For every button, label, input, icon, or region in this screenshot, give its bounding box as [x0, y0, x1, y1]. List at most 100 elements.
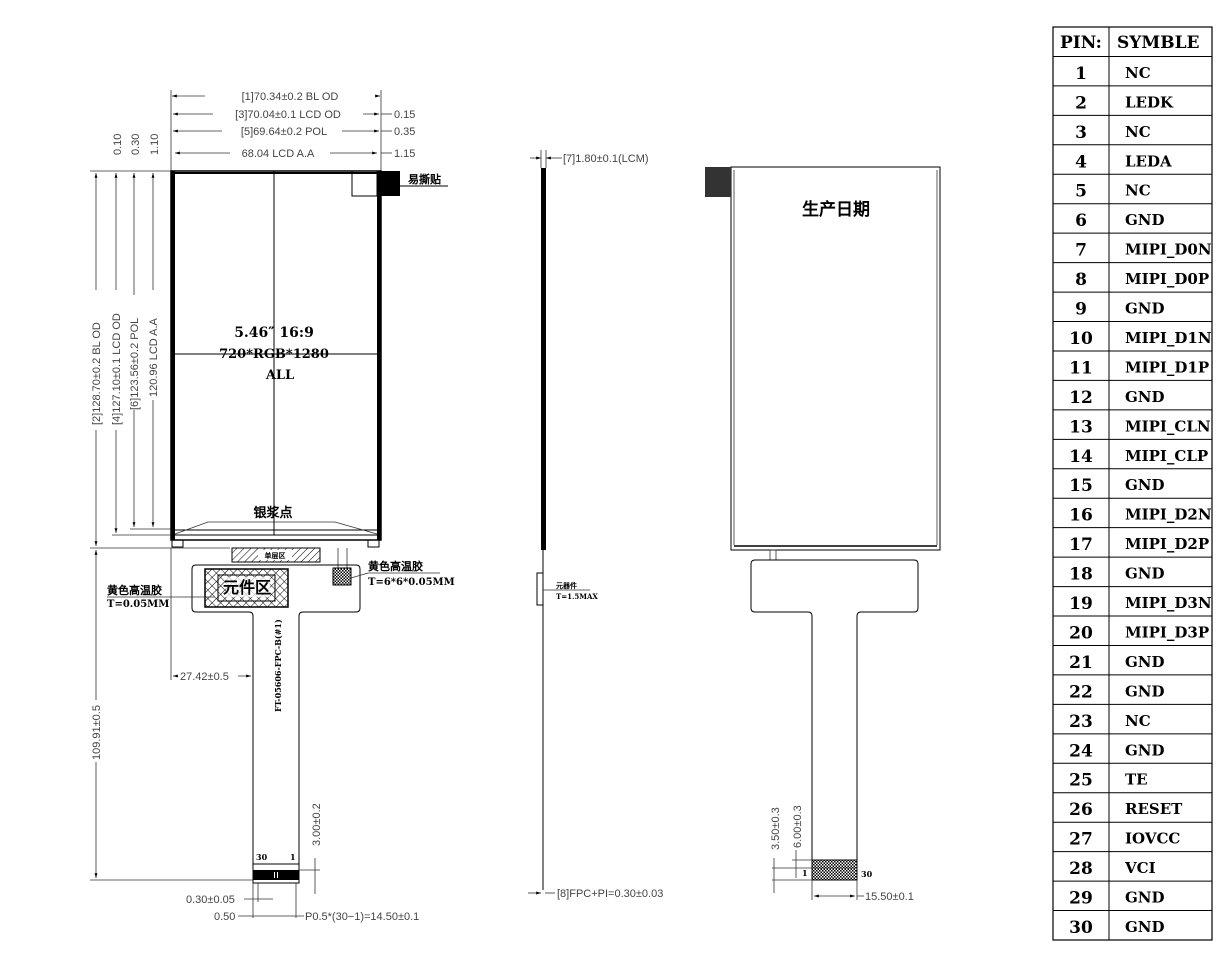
- tape-left-thickness: T=0.05MM: [107, 599, 169, 610]
- pin-number: 24: [1069, 741, 1093, 761]
- pin-number: 10: [1069, 329, 1093, 349]
- pin-symbol: NC: [1125, 123, 1151, 141]
- pin-symbol: NC: [1125, 182, 1151, 200]
- pin-symbol: GND: [1125, 211, 1165, 229]
- pin-symbol: MIPI_D3P: [1125, 623, 1209, 641]
- pin-symbol: GND: [1125, 653, 1165, 671]
- fpc-part-number: FT-05606-FPC-B(#1): [273, 619, 283, 712]
- pin-number: 5: [1075, 182, 1087, 202]
- pin-number: 17: [1069, 535, 1093, 555]
- yellow-tape-right: [332, 567, 352, 586]
- side-view: [7]1.80±0.1(LCM) 元器件 T=1.5MAX [8]FPC+PI=…: [528, 150, 663, 900]
- pin-symbol: MIPI_D1N: [1125, 329, 1212, 347]
- pin-number: 30: [1069, 918, 1093, 938]
- back-pin-30: 30: [861, 869, 873, 879]
- pin-number: 25: [1069, 771, 1093, 791]
- pin-symbol: GND: [1125, 741, 1165, 759]
- pin-number: 19: [1069, 594, 1093, 614]
- tape-right-label: 黄色高温胶: [368, 559, 423, 573]
- pin-symbol: VCI: [1124, 859, 1156, 877]
- pin-symbol: RESET: [1125, 800, 1183, 818]
- dim-fpc-offset: 27.42±0.5: [180, 671, 229, 683]
- dim-bl-od-width: [1]70.34±0.2 BL OD: [242, 91, 339, 103]
- single-layer-label: 单层区: [265, 551, 286, 560]
- front-pin-1: 1: [290, 852, 296, 862]
- dim-contact-length: 3.00±0.2: [311, 803, 323, 846]
- pin-number: 3: [1075, 123, 1087, 143]
- front-pin-30: 30: [256, 852, 268, 862]
- fpc-outline: [191, 564, 361, 884]
- dim-pol-width: [5]69.64±0.2 POL: [241, 126, 327, 138]
- offset-0-30: 0.30: [130, 134, 142, 155]
- dim-pin-pitch: P0.5*(30−1)=14.50±0.1: [305, 911, 419, 923]
- pin-number: 12: [1069, 388, 1093, 408]
- spec-size: 5.46″ 16:9: [234, 325, 314, 341]
- offset-0-15: 0.15: [394, 109, 415, 121]
- front-view: [1]70.34±0.2 BL OD [3]70.04±0.1 LCD OD […: [88, 88, 455, 923]
- production-date-label: 生产日期: [802, 199, 870, 220]
- dim-pin-edge: 0.50: [214, 911, 235, 923]
- pin-symbol: MIPI_D1P: [1125, 358, 1209, 376]
- pin-symbol: MIPI_D2N: [1125, 506, 1212, 524]
- pin-number: 22: [1069, 682, 1093, 702]
- pin-number: 7: [1075, 241, 1087, 261]
- dim-aa-height: 120.96 LCD A.A: [148, 317, 160, 397]
- pin-number: 29: [1069, 889, 1093, 909]
- pin-number: 11: [1069, 358, 1093, 378]
- pin-number: 8: [1075, 270, 1087, 290]
- pin-header: PIN:: [1060, 33, 1102, 53]
- dim-lcd-od-height: [4]127.10±0.1 LCD OD: [111, 313, 123, 425]
- pin-number: 18: [1069, 565, 1093, 585]
- dim-fpc-length: 109.91±0.5: [91, 705, 103, 760]
- pin-symbol: MIPI_D0P: [1125, 270, 1209, 288]
- symbol-header: SYMBLE: [1117, 33, 1200, 53]
- dim-stiffener-b: 6.00±0.3: [792, 805, 804, 848]
- spec-viewing: ALL: [265, 368, 294, 383]
- pin-number: 6: [1075, 211, 1087, 231]
- pin-symbol: MIPI_D3N: [1125, 594, 1212, 612]
- pin-symbol: LEDK: [1125, 93, 1174, 111]
- dim-pin-width: 0.30±0.05: [186, 894, 235, 906]
- dim-lcm-thickness: [7]1.80±0.1(LCM): [563, 153, 649, 165]
- pin-symbol: GND: [1125, 476, 1165, 494]
- pin-symbol: MIPI_D2P: [1125, 535, 1209, 553]
- pin-symbol: TE: [1125, 771, 1148, 789]
- pin-number: 15: [1069, 476, 1093, 496]
- pin-symbol: GND: [1125, 682, 1165, 700]
- tape-left-label: 黄色高温胶: [107, 583, 162, 597]
- pin-number: 28: [1069, 859, 1093, 879]
- dim-aa-width: 68.04 LCD A.A: [242, 148, 315, 160]
- offset-1-15: 1.15: [394, 148, 415, 160]
- dim-lcd-od-width: [3]70.04±0.1 LCD OD: [235, 109, 341, 121]
- back-panel: [730, 166, 941, 551]
- pin-symbol: LEDA: [1125, 152, 1172, 170]
- pin-number: 27: [1069, 830, 1093, 850]
- pin-symbol: NC: [1125, 712, 1151, 730]
- offset-0-10: 0.10: [112, 134, 124, 155]
- silver-paste-label: 银浆点: [253, 505, 292, 521]
- pin-number: 14: [1069, 447, 1093, 467]
- pin-number: 1: [1075, 64, 1087, 84]
- pin-number: 13: [1069, 417, 1093, 437]
- dim-stiffener-a: 3.50±0.3: [770, 807, 782, 850]
- easy-peel-tab-back: [705, 167, 731, 197]
- back-pin-1: 1: [802, 868, 808, 878]
- pin-symbol: GND: [1125, 300, 1165, 318]
- component-thickness: T=1.5MAX: [556, 592, 598, 601]
- component-area-label: 元件区: [223, 578, 271, 597]
- pin-number: 26: [1069, 800, 1093, 820]
- pin-symbol: GND: [1125, 388, 1165, 406]
- dim-pol-height: [6]123.56±0.2 POL: [129, 318, 141, 410]
- back-view: 生产日期 30 1 3.50±0.3 6.00±0.3 15.50±0.1: [705, 166, 941, 903]
- dim-fpc-thickness: [8]FPC+PI=0.30±0.03: [557, 888, 663, 900]
- pin-symbol: MIPI_CLP: [1125, 447, 1208, 465]
- pin-symbol: GND: [1125, 889, 1165, 907]
- pin-symbol: IOVCC: [1125, 830, 1180, 848]
- pin-symbol: GND: [1125, 565, 1165, 583]
- easy-peel-label: 易撕贴: [408, 172, 441, 186]
- easy-peel-tab: [377, 171, 400, 196]
- fpc-contacts: [253, 870, 299, 880]
- pin-number: 16: [1069, 506, 1093, 526]
